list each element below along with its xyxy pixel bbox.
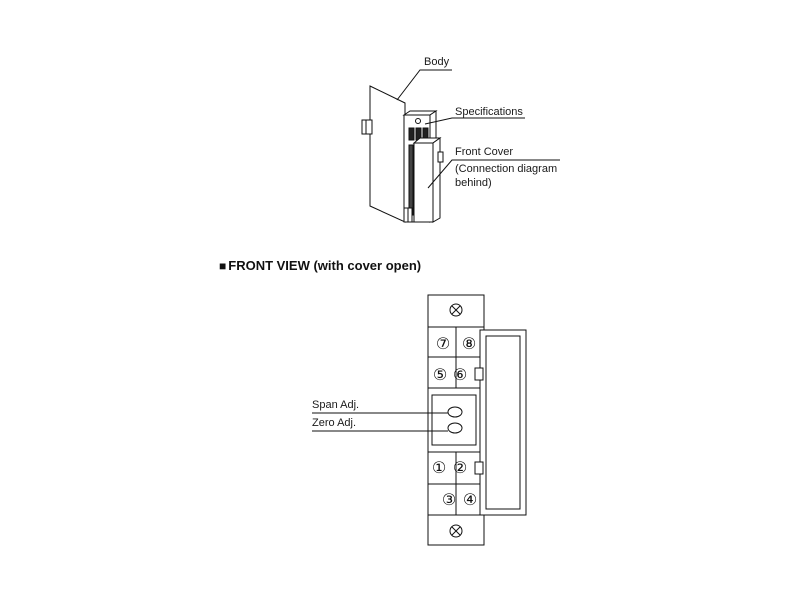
adjustment-recess [431,394,477,446]
terminal-7: ⑦ [436,334,450,353]
top-screw-hole [415,118,421,124]
front-cover-note-line2: behind) [455,177,492,189]
front-view-heading-text: FRONT VIEW (with cover open) [228,258,422,273]
terminal-4: ④ [463,490,477,509]
terminal-8: ⑧ [462,334,476,353]
span-adj-label: Span Adj. [312,399,360,411]
terminal-6: ⑥ [453,365,467,384]
zero-adj-pot [447,422,463,434]
terminal-1: ① [432,458,446,477]
terminal-2: ② [453,458,467,477]
heading-marker: ■ [219,259,227,273]
board-tab [361,119,373,135]
front-view-heading: ■FRONT VIEW (with cover open) [219,258,421,273]
cover-hinge-bottom [474,461,484,475]
specifications-leader [424,117,525,125]
terminal-3: ③ [442,490,456,509]
zero-adj-label: Zero Adj. [312,417,357,429]
front-cover-label: Front Cover [455,146,514,158]
span-adj-pot [447,406,463,418]
specifications-label: Specifications [455,106,523,118]
terminal-5: ⑤ [433,365,447,384]
open-front-cover [479,329,527,516]
front-cover-note-line1: (Connection diagram [455,163,558,175]
cover-hinge-top [474,367,484,381]
body-leader [396,69,452,101]
bottom-screw-icon [449,524,463,538]
top-screw-icon [449,303,463,317]
body-label: Body [424,56,450,68]
front-cover-leader [427,159,560,189]
